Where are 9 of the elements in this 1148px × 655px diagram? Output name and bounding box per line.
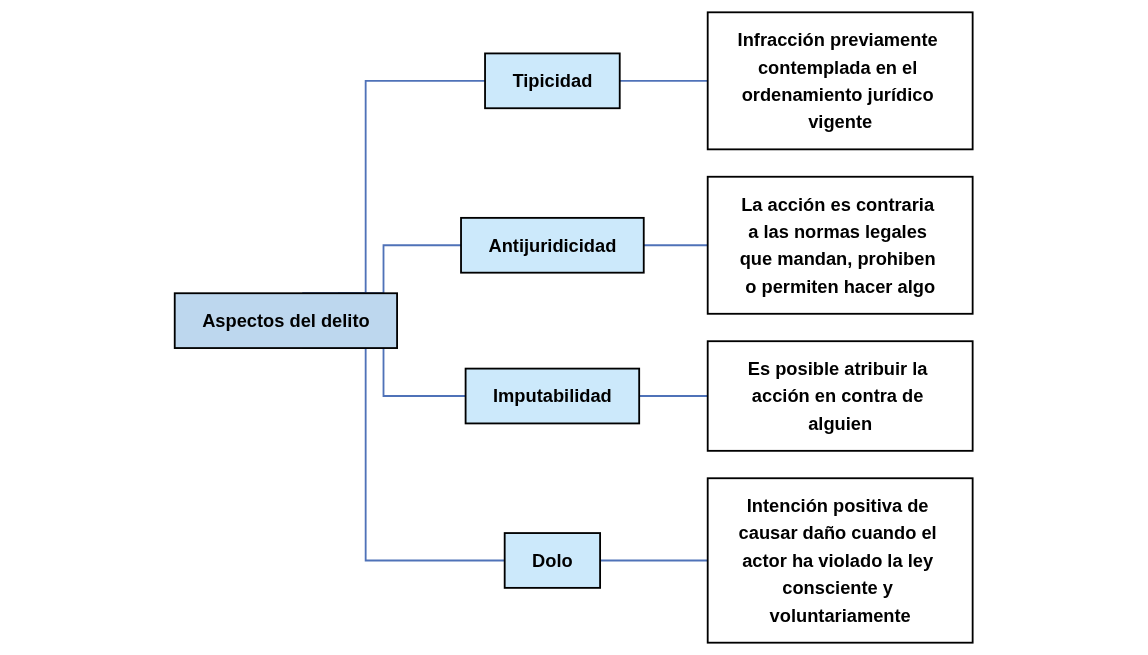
node-box: Es posible atribuir la acción en contra de alguien bbox=[707, 340, 974, 452]
node-box: Dolo bbox=[504, 532, 602, 589]
node-box: Tipicidad bbox=[484, 52, 621, 110]
node-box: Infracción previamente contemplada en el ordenamiento jurídico vigente bbox=[707, 11, 974, 151]
node-box: Imputabilidad bbox=[465, 367, 641, 425]
node-box: Antijuridicidad bbox=[460, 216, 645, 274]
node-box: La acción es contraria a las normas legales que mandan, prohiben o permiten hacer algo bbox=[707, 175, 974, 315]
node-box: Aspectos del delito bbox=[174, 292, 399, 349]
node-box: Intención positiva de causar daño cuando el actor ha violado la ley consciente y voluntariamente bbox=[707, 477, 974, 644]
